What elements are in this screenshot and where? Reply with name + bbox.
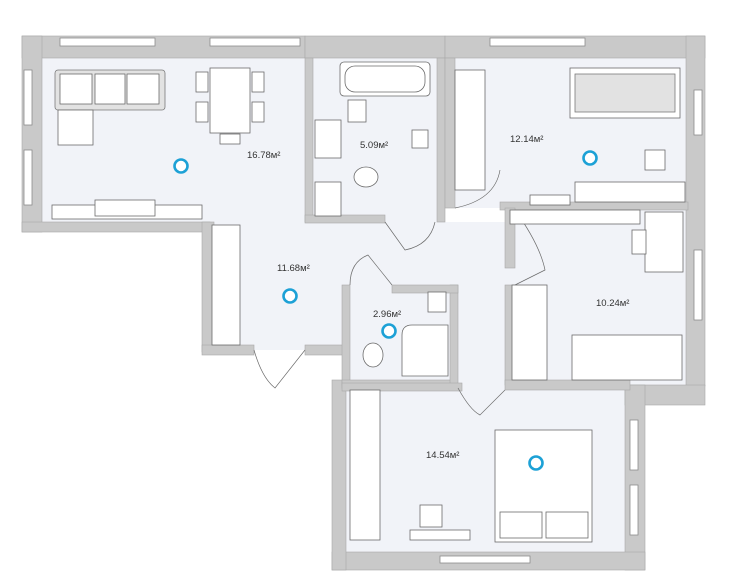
living-room-hotspot[interactable] xyxy=(173,158,189,174)
bedroom-1-furniture xyxy=(454,67,686,206)
hallway-area-label: 11.68м² xyxy=(277,263,310,274)
hallway-hotspot[interactable] xyxy=(282,288,298,304)
bedroom-3-hotspot[interactable] xyxy=(528,455,544,471)
living-room-furniture xyxy=(51,67,265,220)
toilet-area-label: 2.96м² xyxy=(373,309,401,320)
bedroom-3-furniture xyxy=(349,389,593,543)
bedroom-1-area-label: 12.14м² xyxy=(510,134,543,145)
bathroom-fixtures xyxy=(314,61,431,217)
hallway-furniture xyxy=(211,209,641,346)
bedroom-3-area-label: 14.54м² xyxy=(426,450,459,461)
toilet-fixtures xyxy=(362,291,449,377)
room-hotspots xyxy=(173,150,598,471)
living-room-area-label: 16.78м² xyxy=(247,150,280,161)
windows xyxy=(23,37,703,564)
bedroom-1-hotspot[interactable] xyxy=(582,150,598,166)
bedroom-2-area-label: 10.24м² xyxy=(596,298,629,309)
room-area-labels: 16.78м² 5.09м² 12.14м² 11.68м² 2.96м² 10… xyxy=(247,134,629,461)
bathroom-area-label: 5.09м² xyxy=(360,140,388,151)
toilet-hotspot[interactable] xyxy=(381,323,397,339)
bedroom-2-furniture xyxy=(511,211,684,381)
